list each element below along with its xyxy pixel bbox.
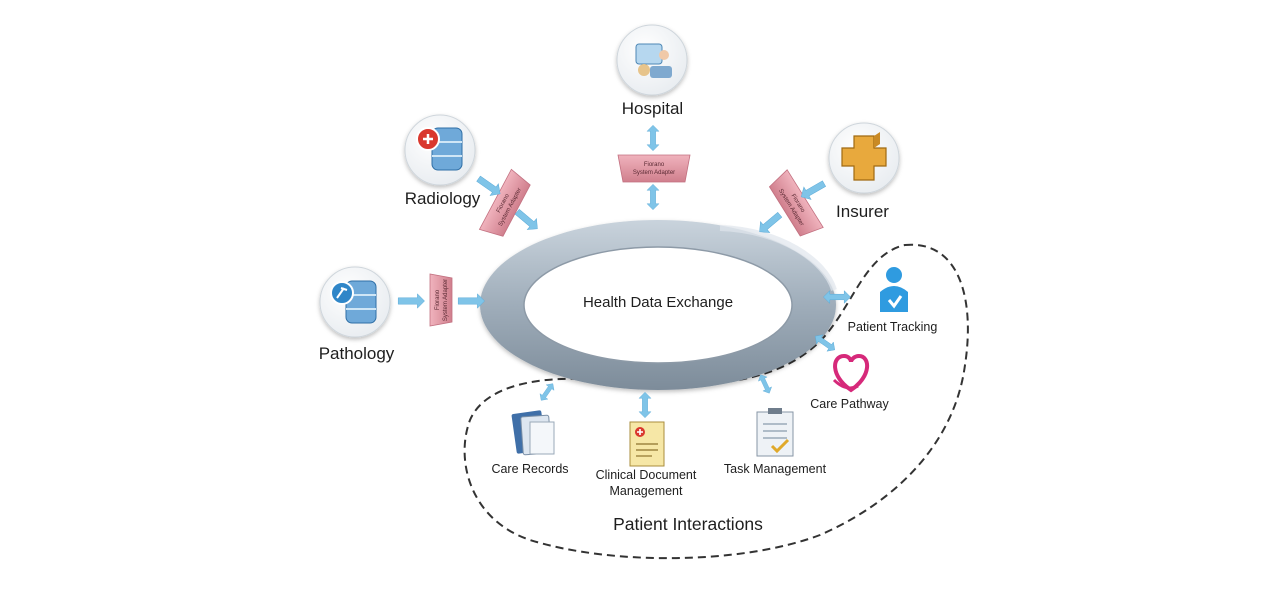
- clinical-document-icon: [629, 421, 665, 467]
- radiology-icon: [404, 114, 476, 186]
- radiology-label: Radiology: [404, 189, 481, 208]
- patient-interactions-title: Patient Interactions: [613, 514, 763, 534]
- task-management-label: Task Management: [723, 462, 827, 476]
- care-records-label: Care Records: [491, 462, 569, 476]
- hospital-label: Hospital: [621, 99, 684, 118]
- hub-label: Health Data Exchange: [582, 294, 734, 311]
- patient-interactions-boundary: [463, 243, 969, 560]
- care-pathway-label: Care Pathway: [810, 397, 889, 411]
- arrow-pathology-adapter: [397, 293, 425, 309]
- arrow-adapter-hub-hospital: [646, 184, 660, 210]
- adapter-radiology: Fiorano System Adapter: [478, 168, 531, 237]
- patient-tracking-label: Patient Tracking: [847, 320, 938, 334]
- adapter-hospital-line1: Fiorano: [644, 162, 665, 168]
- arrow-clinical-document: [638, 392, 652, 418]
- hospital-icon: [616, 24, 688, 96]
- clinical-document-label-line2: Management: [609, 484, 683, 498]
- pathology-label: Pathology: [318, 344, 395, 363]
- patient-tracking-icon: [880, 267, 908, 312]
- adapter-hospital-line2: System Adapter: [633, 170, 675, 176]
- insurer-label: Insurer: [836, 202, 889, 221]
- adapter-pathology: Fiorano System Adapter: [429, 273, 453, 327]
- care-pathway-icon: [832, 353, 869, 393]
- adapter-pathology-line2: System Adapter: [443, 279, 449, 321]
- adapter-hospital: Fiorano System Adapter: [617, 154, 691, 183]
- adapter-pathology-line1: Fiorano: [435, 289, 441, 310]
- arrow-hospital-adapter: [646, 125, 660, 151]
- task-management-icon: [756, 408, 794, 457]
- care-records-icon: [511, 410, 555, 456]
- pathology-icon: [319, 266, 391, 338]
- health-data-exchange-hub: [480, 220, 837, 390]
- arrow-care-records: [537, 380, 557, 404]
- clinical-document-label-line1: Clinical Document: [595, 468, 697, 482]
- insurer-icon: [828, 122, 900, 194]
